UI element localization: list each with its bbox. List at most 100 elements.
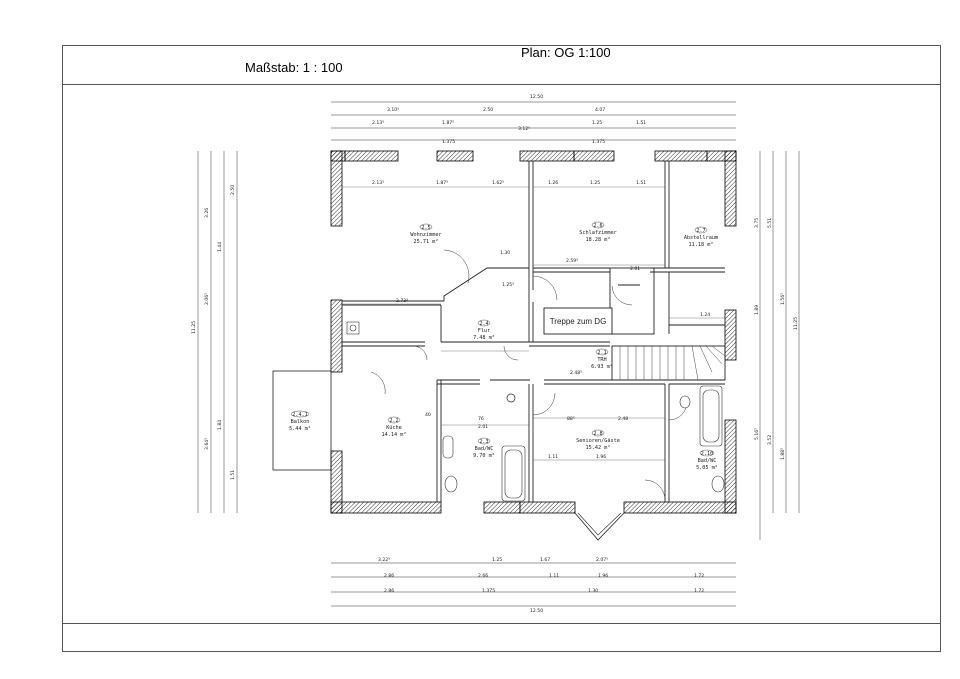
left-dimension-lines [197, 151, 238, 513]
right-dim-2: 1.89 [754, 305, 760, 315]
svg-text:11.18 m²: 11.18 m² [689, 242, 714, 248]
svg-text:2.6: 2.6 [593, 223, 602, 229]
inner-dim-19: 76 [478, 416, 484, 422]
top-dim-4: 2.13⁵ [372, 120, 384, 126]
bottom-dimension-lines [331, 562, 736, 607]
title-block-divider [62, 84, 941, 85]
inner-dim-9: 1.30 [500, 250, 510, 256]
svg-text:7.48 m²: 7.48 m² [473, 335, 495, 341]
right-dim-6: 1.56⁵ [780, 293, 786, 305]
right-dimension-lines [759, 151, 800, 540]
right-dim-5: 3.52 [767, 435, 773, 445]
inner-dim-14: 2.48 [618, 416, 628, 422]
left-dim-7: 1.51 [230, 470, 236, 480]
room-label-wohnzimmer: 2.5 Wohnzimmer 25.71 m² [410, 223, 442, 245]
svg-text:Abstellraum: Abstellraum [684, 235, 718, 241]
svg-text:2.1: 2.1 [597, 350, 606, 356]
footer-divider [62, 623, 941, 624]
bottom-dim-10: 2.86 [384, 588, 394, 594]
svg-text:Schlafzimmer: Schlafzimmer [579, 230, 616, 236]
room-label-flur: 2.4 Flur 7.48 m² [473, 319, 495, 341]
bathroom-fixtures [346, 321, 725, 502]
inner-dim-5: 1.25 [590, 180, 600, 186]
bottom-dim-6: 2.66 [478, 573, 488, 579]
right-dim-3: 5.16⁵ [754, 428, 760, 440]
svg-text:Bad/WC: Bad/WC [698, 458, 717, 464]
interior-walls [342, 161, 726, 502]
left-dim-1: 3.26 [204, 208, 210, 218]
door-swings [370, 249, 688, 501]
inner-dim-11: 1.25⁵ [502, 282, 514, 288]
top-dim-8: 1.51 [636, 120, 646, 126]
svg-text:2.5: 2.5 [421, 225, 430, 231]
right-overall-dim: 11.25 [793, 317, 799, 330]
inner-dim-15: 1.11 [548, 454, 558, 460]
bottom-dim-9: 1.72 [694, 573, 704, 579]
scale-label: Maßstab: 1 : 100 [245, 60, 343, 75]
inner-dim-8: 2.01 [630, 266, 640, 272]
svg-text:2.10: 2.10 [701, 451, 714, 457]
left-dim-2: 2.06⁵ [204, 293, 210, 305]
svg-text:Bad/WC: Bad/WC [475, 446, 494, 452]
room-label-trh: 2.1 TRH 6.93 m² [591, 348, 613, 370]
bottom-overall-dim: 12.50 [530, 608, 543, 614]
svg-text:14.14 m²: 14.14 m² [382, 432, 407, 438]
right-dim-1: 3.75 [754, 218, 760, 228]
room-label-schlafzimmer: 2.6 Schlafzimmer 18.28 m² [579, 221, 617, 243]
inner-dim-4: 1.26 [548, 180, 558, 186]
room-label-balkon: 2.4.1 Balkon 5.44 m² [289, 410, 311, 432]
inner-dim-12: 2.48⁵ [570, 370, 582, 376]
inner-dim-3: 1.62⁵ [492, 180, 504, 186]
top-dim-1: 3.10⁵ [387, 107, 399, 113]
exterior-walls [330, 150, 737, 514]
svg-text:25.71 m²: 25.71 m² [414, 239, 439, 245]
inner-dim-10: 2.73⁵ [396, 298, 408, 304]
top-dim-5: 1.87⁵ [442, 120, 454, 126]
svg-text:Flur: Flur [478, 328, 491, 334]
svg-text:9.70 m²: 9.70 m² [473, 453, 495, 459]
svg-text:TRH: TRH [597, 357, 606, 363]
top-dim-9: 1.375 [442, 139, 455, 145]
stair-treads [619, 345, 726, 381]
top-dimension-lines [331, 101, 736, 141]
room-label-bad-wc: 2.3 Bad/WC 9.70 m² [473, 437, 495, 459]
bottom-dim-5: 2.86 [384, 573, 394, 579]
svg-text:5.44 m²: 5.44 m² [289, 426, 311, 432]
left-overall-dim: 11.25 [191, 321, 197, 334]
svg-text:18.28 m²: 18.28 m² [586, 237, 611, 243]
inner-dim-1: 2.13⁵ [372, 180, 384, 186]
svg-text:15.42 m²: 15.42 m² [586, 445, 611, 451]
bottom-dim-4: 2.07⁵ [596, 557, 608, 563]
inner-dim-2: 1.87⁵ [436, 180, 448, 186]
inner-dim-17: 1.24 [700, 312, 710, 318]
left-dim-3: 3.64⁵ [204, 438, 210, 450]
svg-text:Balkon: Balkon [291, 419, 310, 425]
top-dim-7: 1.25 [592, 120, 602, 126]
bottom-dim-12: 1.30 [588, 588, 598, 594]
light-fixture-icon [506, 393, 516, 403]
top-overall-dim: 12.50 [530, 94, 543, 100]
left-dim-5: 1.84 [217, 420, 223, 430]
room-label-abstellraum: 2.7 Abstellraum 11.18 m² [684, 226, 718, 248]
left-dim-4: 1.44 [217, 242, 223, 252]
bottom-dim-7: 1.11 [549, 573, 559, 579]
inner-dim-7: 2.59⁵ [566, 258, 578, 264]
bottom-dim-3: 1.67 [540, 557, 550, 563]
bottom-dim-2: 1.25 [492, 557, 502, 563]
bottom-dim-13: 1.72 [694, 588, 704, 594]
top-dim-3: 4.07 [595, 107, 605, 113]
bay-window [574, 512, 625, 541]
svg-text:Senioren/Gäste: Senioren/Gäste [576, 438, 620, 444]
top-dim-2: 2.50 [483, 107, 493, 113]
room-label-bad-wc-2: 2.10 Bad/WC 5.05 m² [696, 449, 718, 471]
bottom-dim-11: 1.375 [482, 588, 495, 594]
top-dim-10: 1.375 [592, 139, 605, 145]
bottom-dim-1: 3.22⁵ [378, 557, 390, 563]
bottom-dim-8: 1.96 [598, 573, 608, 579]
inner-dim-18: 2.01 [478, 424, 488, 430]
inner-dim-6: 1.51 [636, 180, 646, 186]
svg-text:2.2: 2.2 [389, 418, 398, 424]
svg-text:2.4: 2.4 [479, 321, 488, 327]
right-dim-7: 1.88⁵ [780, 448, 786, 460]
